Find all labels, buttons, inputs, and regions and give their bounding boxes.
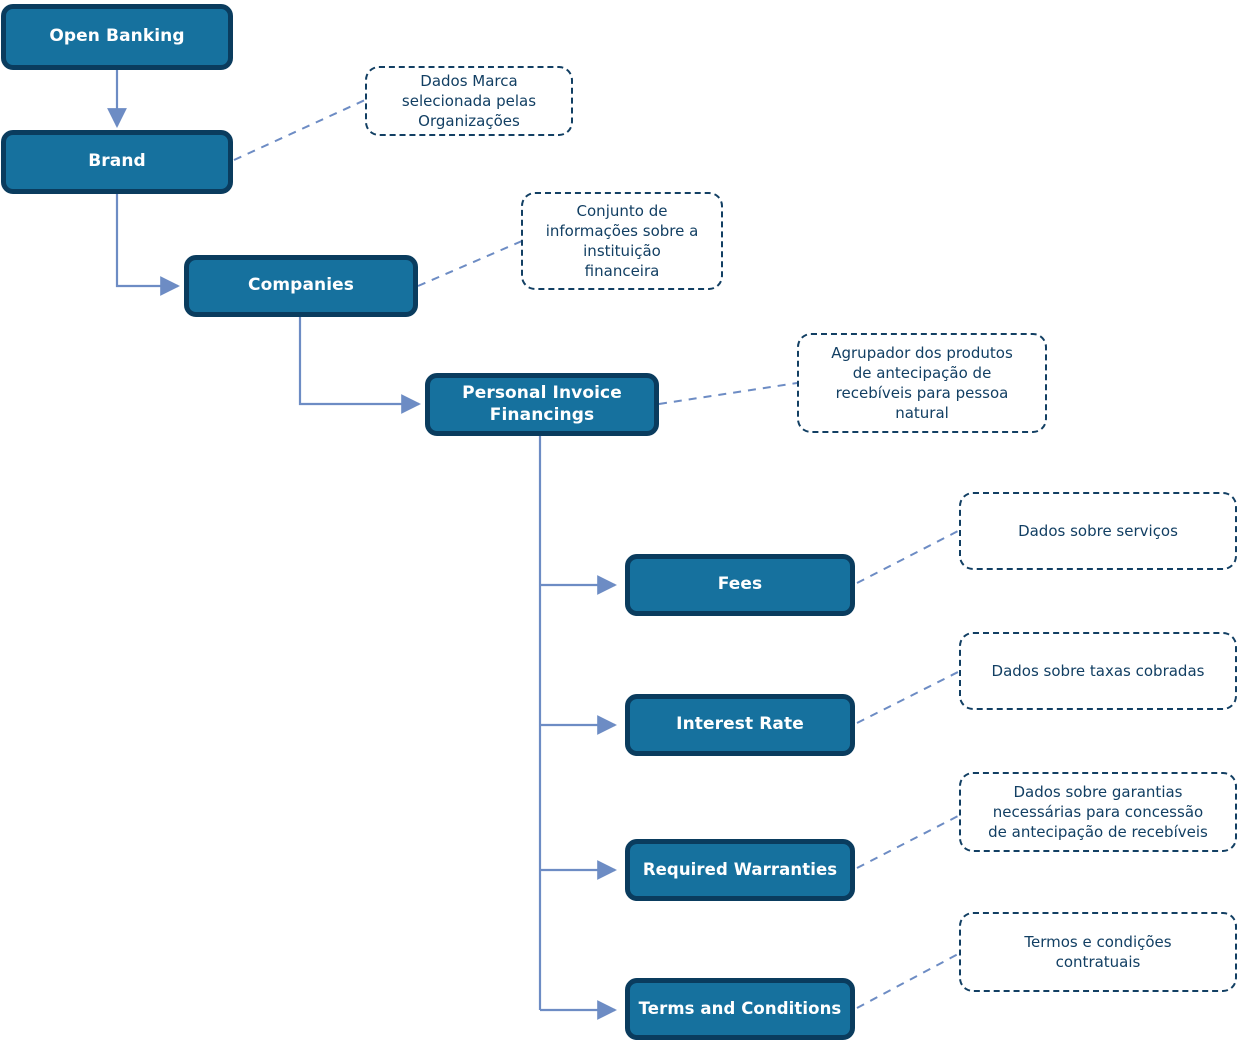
node-brand[interactable]: Brand — [1, 130, 233, 194]
node-open-banking[interactable]: Open Banking — [1, 4, 233, 70]
node-personal-invoice-financings[interactable]: Personal Invoice Financings — [425, 373, 659, 436]
note-required-warranties: Dados sobre garantias necessárias para c… — [959, 772, 1237, 852]
note-interest-rate: Dados sobre taxas cobradas — [959, 632, 1237, 710]
node-terms-and-conditions[interactable]: Terms and Conditions — [625, 978, 855, 1040]
note-brand: Dados Marca selecionada pelas Organizaçõ… — [365, 66, 573, 136]
node-required-warranties-label: Required Warranties — [642, 859, 838, 879]
node-interest-rate[interactable]: Interest Rate — [625, 694, 855, 756]
note-personal-invoice-financings: Agrupador dos produtos de antecipação de… — [797, 333, 1047, 433]
node-companies-label: Companies — [248, 275, 354, 296]
node-brand-label: Brand — [88, 151, 146, 172]
leader-interest-note — [856, 670, 961, 724]
node-terms-and-conditions-label: Terms and Conditions — [638, 998, 842, 1018]
node-fees[interactable]: Fees — [625, 554, 855, 616]
note-terms-and-conditions: Termos e condições contratuais — [959, 912, 1237, 992]
leader-fees-note — [856, 529, 961, 584]
node-interest-rate-label: Interest Rate — [676, 714, 804, 735]
node-open-banking-label: Open Banking — [49, 26, 185, 47]
leader-pif-note — [658, 382, 798, 405]
note-companies: Conjunto de informações sobre a institui… — [521, 192, 723, 290]
edge-brand-to-companies — [115, 194, 180, 296]
node-required-warranties[interactable]: Required Warranties — [625, 839, 855, 901]
node-fees-label: Fees — [717, 574, 763, 595]
node-personal-invoice-financings-label: Personal Invoice Financings — [462, 383, 622, 425]
leader-brand-note — [233, 99, 366, 161]
edge-companies-to-pif — [298, 317, 421, 414]
node-companies[interactable]: Companies — [184, 255, 418, 317]
leader-warranties-note — [856, 814, 961, 869]
leader-companies-note — [417, 240, 523, 287]
leader-terms-note — [856, 952, 961, 1009]
note-fees: Dados sobre serviços — [959, 492, 1237, 570]
